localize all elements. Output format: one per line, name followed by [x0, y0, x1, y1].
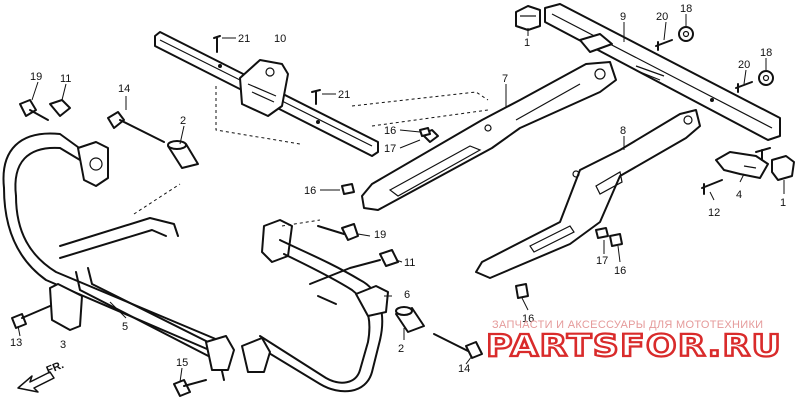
nut-18-a	[678, 26, 694, 42]
bolt-20-b	[735, 81, 753, 93]
bolt-16-a	[419, 127, 431, 137]
callout-11-b: 11	[404, 257, 415, 269]
nut-11-b	[379, 249, 399, 267]
callout-14-b: 14	[458, 363, 470, 375]
nut-17-b	[595, 227, 609, 239]
callout-5: 5	[122, 321, 128, 333]
bolt-20-a	[655, 39, 673, 51]
arrow-icon	[17, 371, 55, 393]
callout-1-cap-right: 1	[780, 197, 786, 209]
callout-19-a: 19	[30, 71, 42, 83]
bolt-14-b	[433, 333, 483, 359]
part-2-spacer-b	[395, 306, 425, 333]
bolt-19-b	[317, 223, 359, 241]
bolt-14-a	[107, 111, 165, 143]
callout-9: 9	[620, 11, 626, 23]
callout-18-b: 18	[760, 47, 772, 59]
bolt-19-a	[19, 99, 49, 121]
bolt-21-b	[311, 89, 321, 105]
callout-20-a: 20	[656, 11, 668, 23]
part-1-cap-top	[515, 5, 541, 31]
callout-17-b: 17	[596, 255, 608, 267]
watermark-tagline: ЗАПЧАСТИ И АКСЕССУАРЫ ДЛЯ МОТОТЕХНИКИ	[492, 319, 763, 331]
callout-21-a: 21	[238, 33, 250, 45]
part-9-crossbar	[544, 3, 781, 141]
callout-20-b: 20	[738, 59, 750, 71]
part-5-frame	[2, 132, 235, 381]
front-direction-arrow: FR.	[17, 359, 66, 393]
callout-6: 6	[404, 289, 410, 301]
bolt-13	[11, 305, 51, 329]
callout-11-a: 11	[60, 73, 71, 85]
callout-17-a: 17	[384, 143, 396, 155]
callout-15: 15	[176, 357, 188, 369]
bolt-16-c	[609, 233, 623, 247]
callout-2-b: 2	[398, 343, 404, 355]
front-label: FR.	[45, 359, 66, 377]
callout-18-a: 18	[680, 3, 692, 15]
nut-11-a	[49, 99, 71, 117]
callout-16-c: 16	[614, 265, 626, 277]
part-6-frame	[241, 219, 389, 393]
callout-7: 7	[502, 73, 508, 85]
callout-14-a: 14	[118, 83, 130, 95]
callout-21-b: 21	[338, 89, 350, 101]
part-1-cap-right	[771, 155, 795, 181]
part-4-bracket	[715, 147, 771, 179]
nut-18-b	[758, 70, 774, 86]
part-10-bracket	[154, 31, 379, 157]
bolt-15	[173, 379, 207, 397]
callout-2-a: 2	[180, 115, 186, 127]
part-8-plate	[475, 109, 701, 279]
callout-8: 8	[620, 125, 626, 137]
watermark-brand: PARTSFOR.RU	[486, 329, 782, 364]
part-2-spacer-a	[167, 140, 199, 169]
callout-12: 12	[708, 207, 720, 219]
leader-lines	[17, 14, 785, 383]
part-7-plate	[361, 61, 617, 211]
callout-4: 4	[736, 189, 742, 201]
callout-16-a: 16	[384, 125, 396, 137]
callout-16-b: 16	[304, 185, 316, 197]
callout-3: 3	[60, 339, 66, 351]
watermark: ЗАПЧАСТИ И АКСЕССУАРЫ ДЛЯ МОТОТЕХНИКИ PA…	[485, 319, 782, 365]
bolt-12	[701, 179, 723, 195]
callout-labels: 1 9 18 20 18 20 21 10 21 7 8 16 17 16 4 …	[10, 3, 786, 375]
bolt-21-a	[213, 35, 221, 53]
callout-1-cap-top: 1	[524, 37, 530, 49]
bolt-16-b	[341, 183, 355, 195]
callout-19-b: 19	[374, 229, 386, 241]
bolt-16-d	[515, 283, 529, 299]
callout-10: 10	[274, 33, 286, 45]
callout-13: 13	[10, 337, 22, 349]
callout-16-d: 16	[522, 313, 534, 325]
